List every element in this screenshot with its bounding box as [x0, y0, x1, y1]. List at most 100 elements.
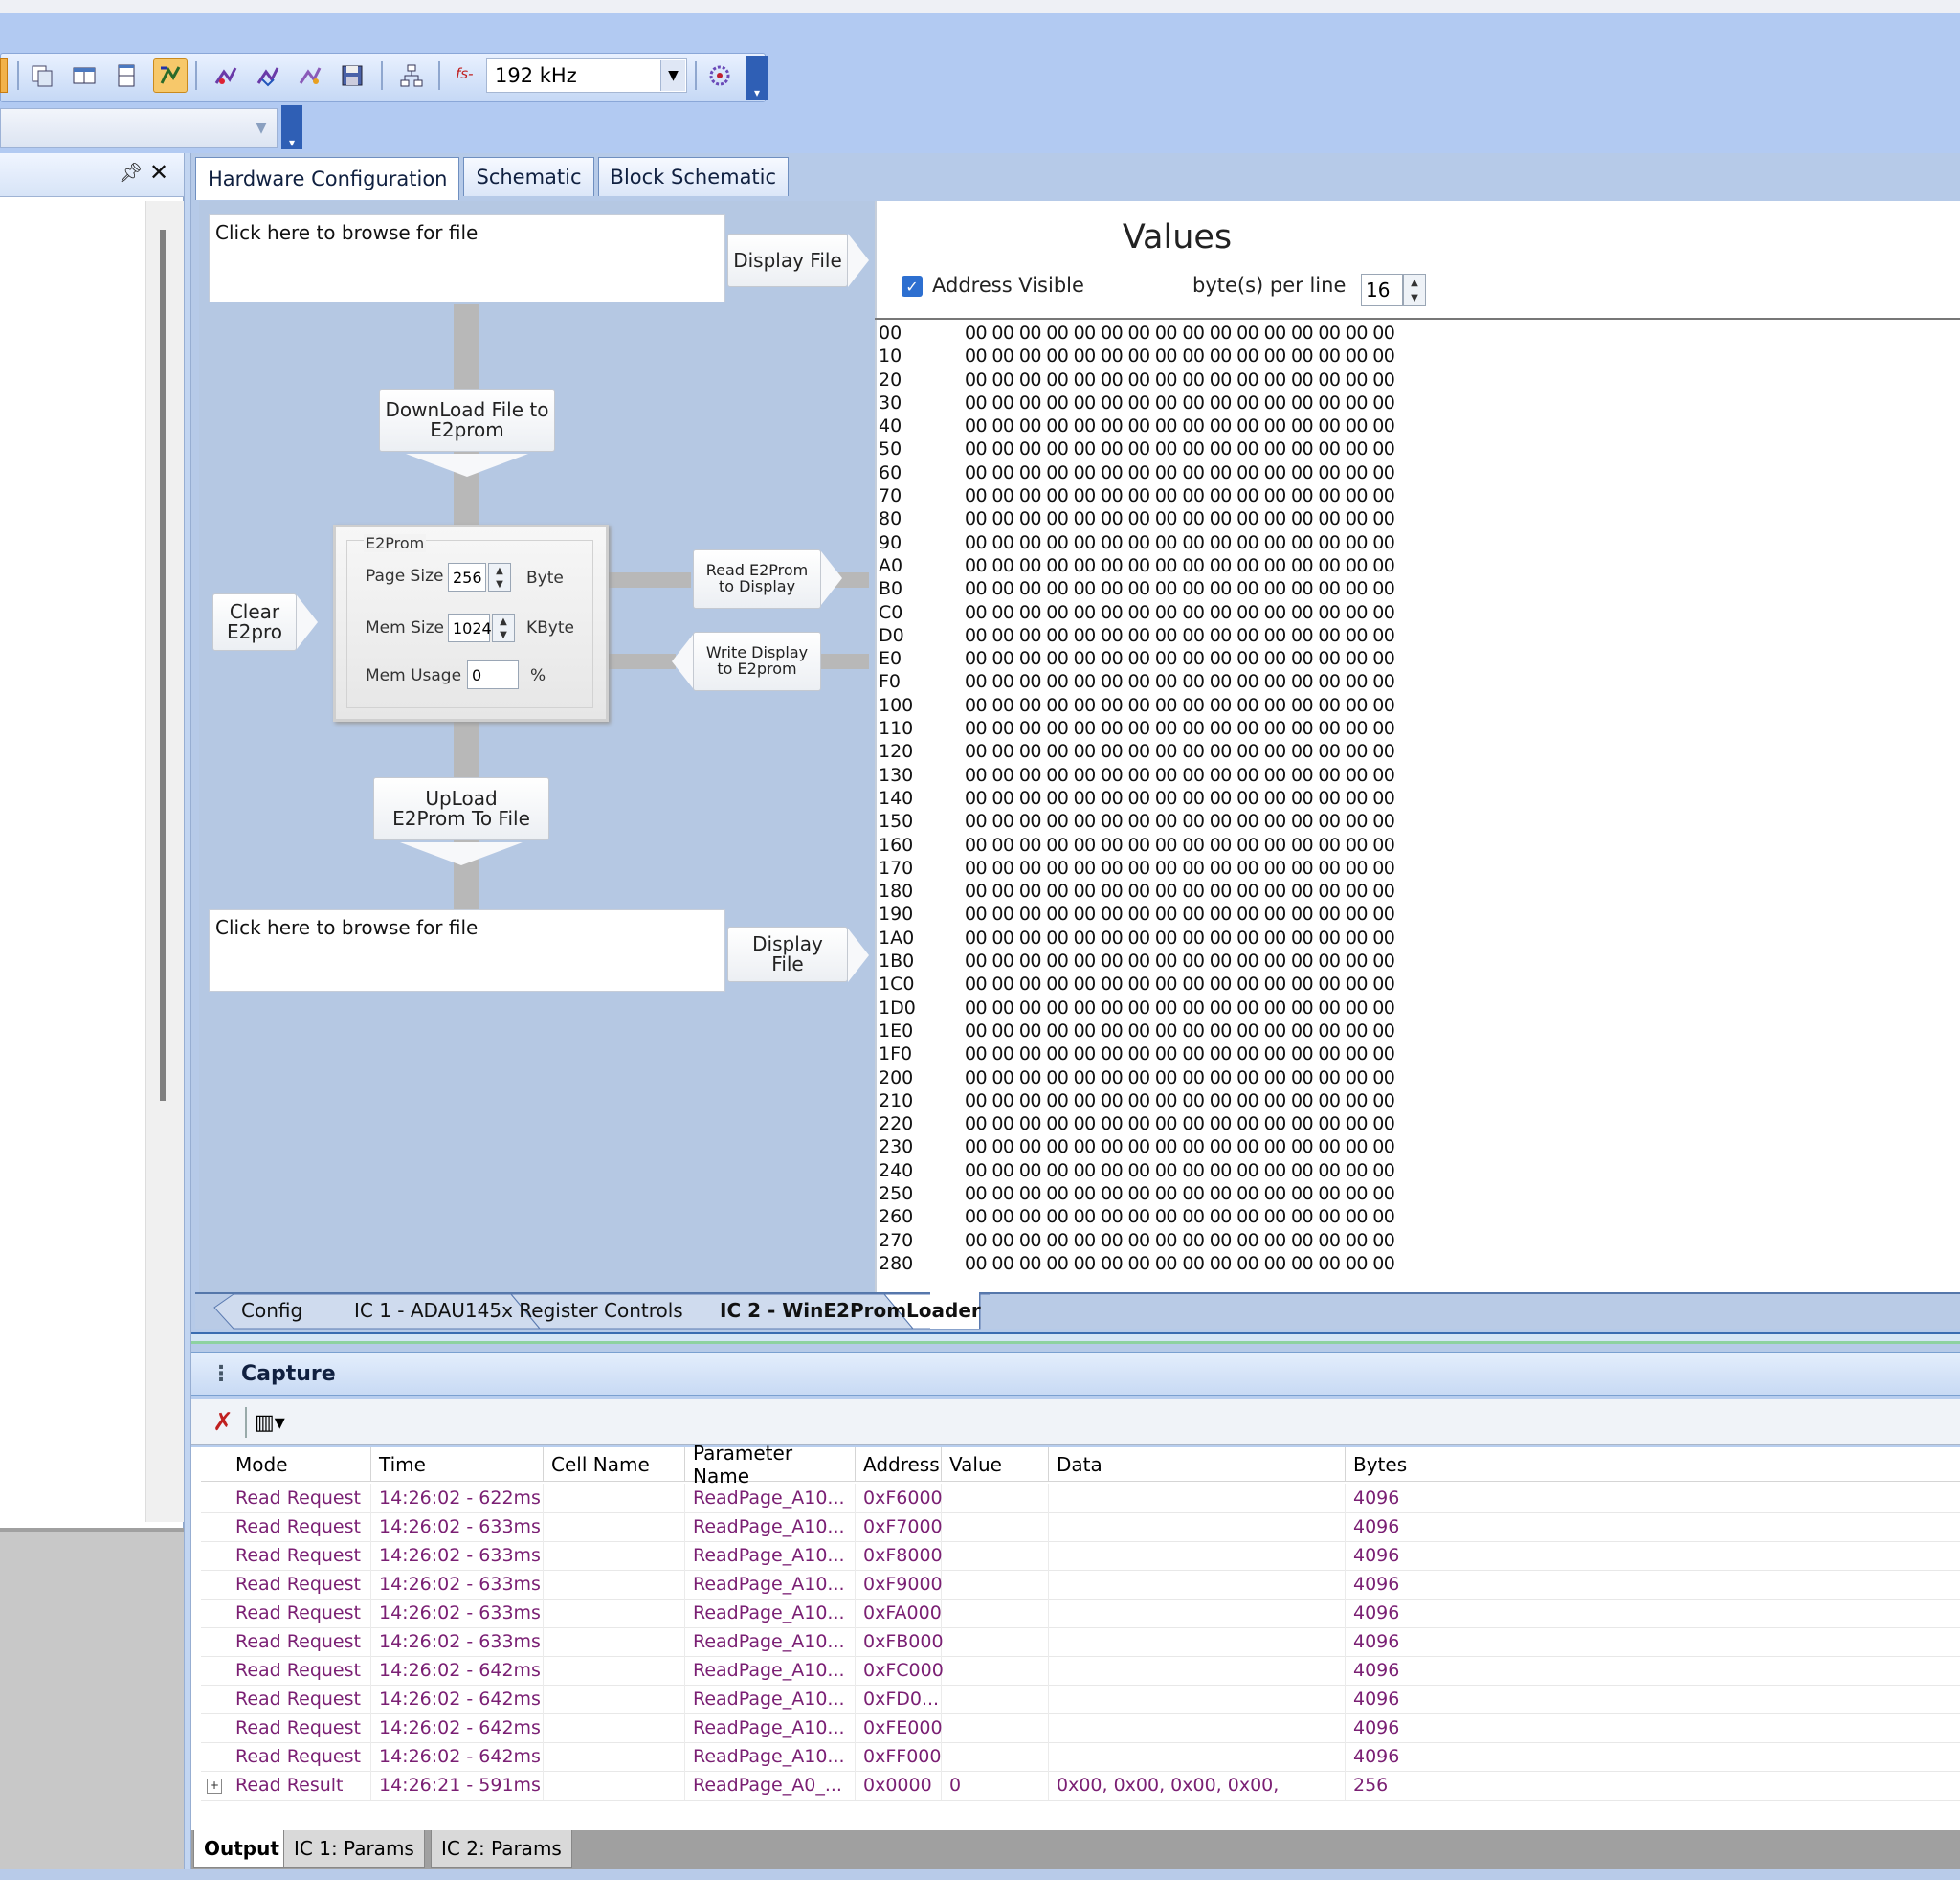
upload-e2prom-to-file-button[interactable]: UpLoad E2Prom To File — [373, 777, 549, 840]
column-time[interactable]: Time — [371, 1447, 544, 1481]
hierarchy-icon[interactable] — [394, 58, 429, 93]
values-title: Values — [1122, 218, 1233, 257]
tab-block-schematic[interactable]: Block Schematic — [597, 157, 790, 196]
tab-schematic[interactable]: Schematic — [463, 157, 594, 196]
column-bytes[interactable]: Bytes — [1346, 1447, 1414, 1481]
column-parameter-name[interactable]: Parameter Name — [685, 1442, 856, 1488]
hex-address: 170 — [879, 857, 914, 879]
panel-splitter[interactable] — [184, 153, 191, 1876]
clear-capture-icon[interactable]: ✗ — [212, 1408, 234, 1437]
hex-address: 70 — [879, 485, 902, 507]
address-visible-checkbox[interactable]: ✓ — [902, 276, 923, 297]
column-mode[interactable]: Mode — [228, 1447, 371, 1481]
display-file-top-button[interactable]: Display File — [727, 234, 848, 287]
chevron-down-icon[interactable]: ▼ — [660, 60, 685, 91]
tile-horizontal-icon[interactable] — [67, 58, 101, 93]
clear-e2prom-button[interactable]: Clear E2pro — [212, 593, 297, 651]
scrollbar-thumb[interactable] — [160, 230, 166, 1101]
mem-size-stepper[interactable]: ▲▼ — [492, 614, 515, 642]
toolbar-edge-button[interactable] — [0, 58, 8, 93]
expand-icon[interactable]: + — [207, 1779, 222, 1794]
hex-bytes: 00 00 00 00 00 00 00 00 00 00 00 00 00 0… — [965, 323, 1395, 344]
clear-label-line1: Clear — [229, 600, 280, 623]
tab-ic1-params[interactable]: IC 1: Params — [283, 1830, 425, 1868]
cell-bytes: 256 — [1346, 1771, 1414, 1800]
e2prom-group-title: E2Prom — [364, 534, 427, 552]
page-size-stepper[interactable]: ▲▼ — [488, 563, 511, 592]
write-label-line1: Write Display — [705, 643, 809, 662]
cell-time: 14:26:02 - 633ms — [371, 1512, 544, 1541]
compile-icon[interactable] — [293, 58, 327, 93]
cell-data — [1049, 1656, 1346, 1685]
toolbar-overflow-button[interactable]: ▾ — [746, 56, 768, 100]
download-label-line2: E2prom — [430, 418, 504, 441]
columns-chooser-icon[interactable]: ▥▾ — [255, 1410, 285, 1435]
cell-cell-name — [544, 1627, 685, 1656]
column-cell-name[interactable]: Cell Name — [544, 1447, 685, 1481]
hex-bytes: 00 00 00 00 00 00 00 00 00 00 00 00 00 0… — [965, 392, 1395, 414]
close-icon[interactable]: ✕ — [149, 159, 169, 186]
top-file-browse-box[interactable]: Click here to browse for file — [209, 214, 725, 302]
save-icon[interactable] — [335, 58, 369, 93]
column-data[interactable]: Data — [1049, 1447, 1346, 1481]
auto-link-icon[interactable] — [153, 58, 188, 93]
link-compile-icon[interactable] — [209, 58, 243, 93]
page-size-input[interactable]: 256 — [448, 563, 486, 592]
tab-config[interactable]: Config — [241, 1299, 303, 1322]
hex-bytes: 00 00 00 00 00 00 00 00 00 00 00 00 00 0… — [965, 764, 1395, 786]
pin-icon[interactable]: 📌︎ — [119, 161, 144, 184]
bytes-per-line-stepper[interactable]: ▲▼ — [1403, 274, 1426, 306]
tab-ic2-wine2promloader[interactable]: IC 2 - WinE2PromLoader — [720, 1299, 981, 1322]
tab-output[interactable]: Output — [193, 1830, 290, 1868]
copy-icon[interactable] — [25, 58, 59, 93]
hex-address: 210 — [879, 1089, 914, 1111]
column-address[interactable]: Address — [856, 1447, 942, 1481]
cell-cell-name — [544, 1484, 685, 1512]
secondary-combo[interactable] — [0, 108, 278, 148]
download-file-to-e2prom-button[interactable]: DownLoad File to E2prom — [379, 389, 555, 452]
tile-vertical-icon[interactable] — [109, 58, 144, 93]
tab-ic2-params[interactable]: IC 2: Params — [431, 1830, 572, 1868]
hex-bytes: 00 00 00 00 00 00 00 00 00 00 00 00 00 0… — [965, 624, 1395, 646]
cell-mode: Read Request — [228, 1742, 371, 1771]
pane-separator[interactable] — [191, 1332, 1960, 1344]
grip-icon[interactable]: ⋮ — [211, 1361, 232, 1386]
toolbar2-overflow-button[interactable]: ▾ — [281, 105, 302, 149]
tab-ic1-register-controls[interactable]: IC 1 - ADAU145x Register Controls — [354, 1299, 683, 1322]
settings-gear-icon[interactable] — [702, 58, 737, 93]
write-display-to-e2prom-button[interactable]: Write Display to E2prom — [693, 632, 821, 691]
mem-size-input[interactable]: 1024 — [448, 614, 492, 642]
bottom-file-browse-box[interactable]: Click here to browse for file — [209, 909, 725, 992]
cell-data — [1049, 1742, 1346, 1771]
bytes-per-line-input[interactable]: 16 — [1361, 274, 1403, 306]
cell-parameter-name: ReadPage_A10... — [685, 1713, 856, 1742]
sample-rate-dropdown[interactable]: 192 kHz — [486, 58, 687, 93]
link-compile-download-icon[interactable] — [251, 58, 285, 93]
tab-hardware-configuration[interactable]: Hardware Configuration — [195, 157, 460, 200]
column-value[interactable]: Value — [942, 1447, 1049, 1481]
display-file-bottom-button[interactable]: Display File — [727, 927, 848, 982]
read-e2prom-to-display-button[interactable]: Read E2Prom to Display — [693, 549, 821, 609]
hex-address: 20 — [879, 369, 902, 391]
hex-address: 130 — [879, 764, 914, 786]
chevron-down-icon[interactable]: ▼ — [256, 121, 267, 136]
